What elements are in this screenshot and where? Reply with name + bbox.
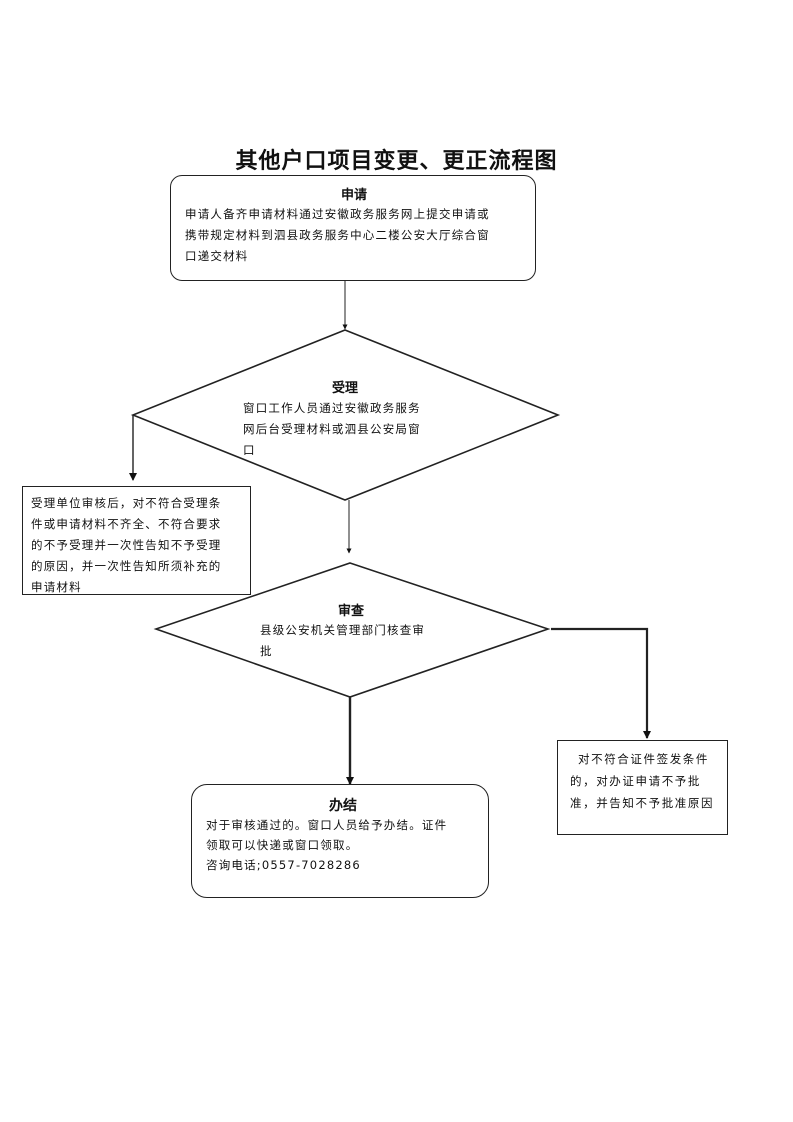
- accept-line: 网后台受理材料或泗县公安局窗: [243, 422, 421, 436]
- reject-accept-box: 受理单位审核后，对不符合受理条 件或申请材料不齐全、不符合要求 的不予受理并一次…: [22, 486, 251, 595]
- finish-line: 领取可以快递或窗口领取。: [206, 838, 359, 852]
- reject-review-line: 对不符合证件签发条件: [578, 752, 709, 766]
- reject-accept-line: 的不予受理并一次性告知不予受理: [31, 538, 222, 552]
- reject-accept-line: 受理单位审核后，对不符合受理条: [31, 496, 222, 510]
- reject-accept-line: 申请材料: [31, 580, 82, 594]
- reject-review-line: 准，并告知不予批准原因: [570, 796, 715, 810]
- reject-accept-line: 的原因，并一次性告知所须补充的: [31, 559, 222, 573]
- apply-box: 申请 申请人备齐申请材料通过安徽政务服务网上提交申请或 携带规定材料到泗县政务服…: [170, 175, 536, 281]
- accept-line: 窗口工作人员通过安徽政务服务: [243, 401, 421, 415]
- finish-box: 办结 对于审核通过的。窗口人员给予办结。证件 领取可以快递或窗口领取。 咨询电话…: [191, 784, 489, 898]
- finish-line: 咨询电话;0557-7028286: [206, 858, 361, 872]
- apply-line: 携带规定材料到泗县政务服务中心二楼公安大厅综合窗: [185, 228, 490, 242]
- review-line: 批: [260, 644, 273, 658]
- reject-review-box: 对不符合证件签发条件 的，对办证申请不予批 准，并告知不予批准原因: [557, 740, 728, 835]
- reject-accept-line: 件或申请材料不齐全、不符合要求: [31, 517, 222, 531]
- review-heading: 审查: [337, 604, 364, 619]
- review-line: 县级公安机关管理部门核查审: [260, 623, 426, 637]
- apply-line: 口递交材料: [185, 249, 249, 263]
- reject-review-line: 的，对办证申请不予批: [570, 774, 701, 788]
- page-title: 其他户口项目变更、更正流程图: [235, 148, 558, 174]
- accept-diamond: [130, 329, 561, 501]
- apply-line: 申请人备齐申请材料通过安徽政务服务网上提交申请或: [185, 207, 490, 221]
- finish-line: 对于审核通过的。窗口人员给予办结。证件: [206, 818, 448, 832]
- apply-heading: 申请: [340, 188, 367, 203]
- accept-line: 口: [243, 443, 256, 457]
- arrow-review-to-reject: [551, 627, 651, 739]
- accept-heading: 受理: [331, 381, 358, 396]
- finish-heading: 办结: [329, 798, 357, 814]
